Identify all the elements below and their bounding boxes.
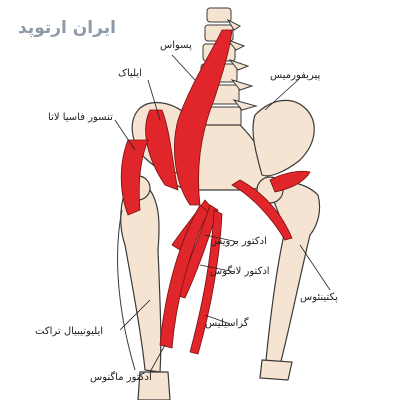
label-tfl: تنسور فاسیا لاتا: [48, 112, 113, 123]
pectineus-muscle: [231, 179, 293, 241]
gracilis-muscle: [189, 209, 223, 355]
label-gracilis: گراسیلیس: [205, 318, 249, 329]
leader-lines: [114, 54, 331, 373]
adductor-longus-muscle: [174, 204, 219, 299]
label-adductor-brevis: ادکتور برویس: [210, 236, 267, 247]
iliotibial-tract: [117, 209, 136, 371]
label-it-tract: ایلیوتیبیال تراکت: [35, 326, 104, 337]
iliacus-muscle: [145, 109, 179, 191]
adductor-magnus-muscle: [159, 204, 209, 349]
label-piriformis: پیریفورمیس: [270, 70, 321, 81]
label-psoas: پسواس: [160, 40, 192, 51]
tfl-muscle: [120, 139, 149, 216]
label-adductor-magnus: ادکتور ماگنوس: [90, 372, 152, 383]
site-logo: ایران ارتوپد: [18, 18, 116, 38]
label-iliac: ایلیاک: [118, 68, 142, 79]
psoas-muscle: [174, 29, 233, 206]
piriformis-muscle: [269, 170, 311, 193]
label-pectineus: پکتینئوس: [300, 292, 338, 303]
muscles: [120, 29, 311, 355]
label-adductor-longus: ادکتور لانگوس: [210, 266, 270, 277]
